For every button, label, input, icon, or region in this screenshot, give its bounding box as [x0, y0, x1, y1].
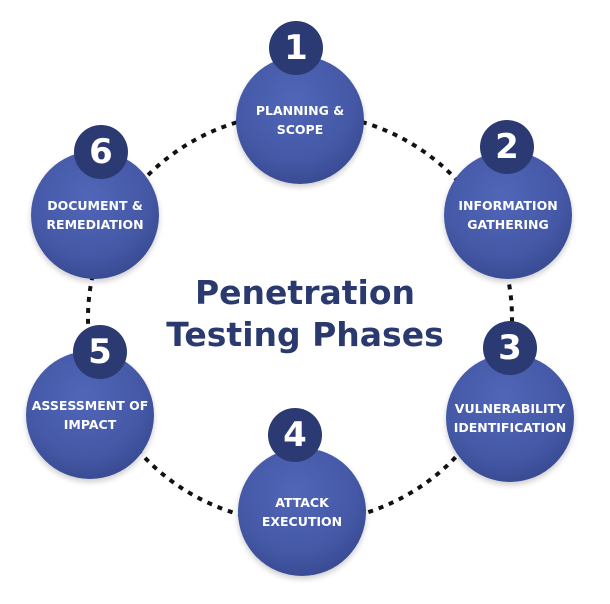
phase-1-number: 1 — [269, 21, 323, 75]
phase-4-number: 4 — [268, 408, 322, 462]
phase-1-label: PLANNING & SCOPE — [255, 103, 345, 137]
phase-5-number: 5 — [73, 325, 127, 379]
phase-3-number: 3 — [483, 321, 537, 375]
phase-1-circle: PLANNING & SCOPE — [236, 56, 364, 184]
phase-6-number: 6 — [74, 125, 128, 179]
phase-4-label: ATTACK EXECUTION — [261, 495, 343, 529]
phase-2-number: 2 — [480, 120, 534, 174]
phase-3-circle: VULNERABILITY IDENTIFICATION — [446, 354, 574, 482]
phase-3-label: VULNERABILITY IDENTIFICATION — [453, 401, 567, 435]
title-line-1: Penetration — [194, 273, 415, 312]
phase-2-label: INFORMATION GATHERING — [458, 198, 558, 232]
phase-5-label: ASSESSMENT OF IMPACT — [31, 398, 149, 432]
phase-6-label: DOCUMENT & REMEDIATION — [46, 198, 144, 232]
phase-4-circle: ATTACK EXECUTION — [238, 448, 366, 576]
title-line-2: Testing Phases — [166, 315, 444, 354]
diagram-title: Penetration Testing Phases — [150, 272, 460, 356]
